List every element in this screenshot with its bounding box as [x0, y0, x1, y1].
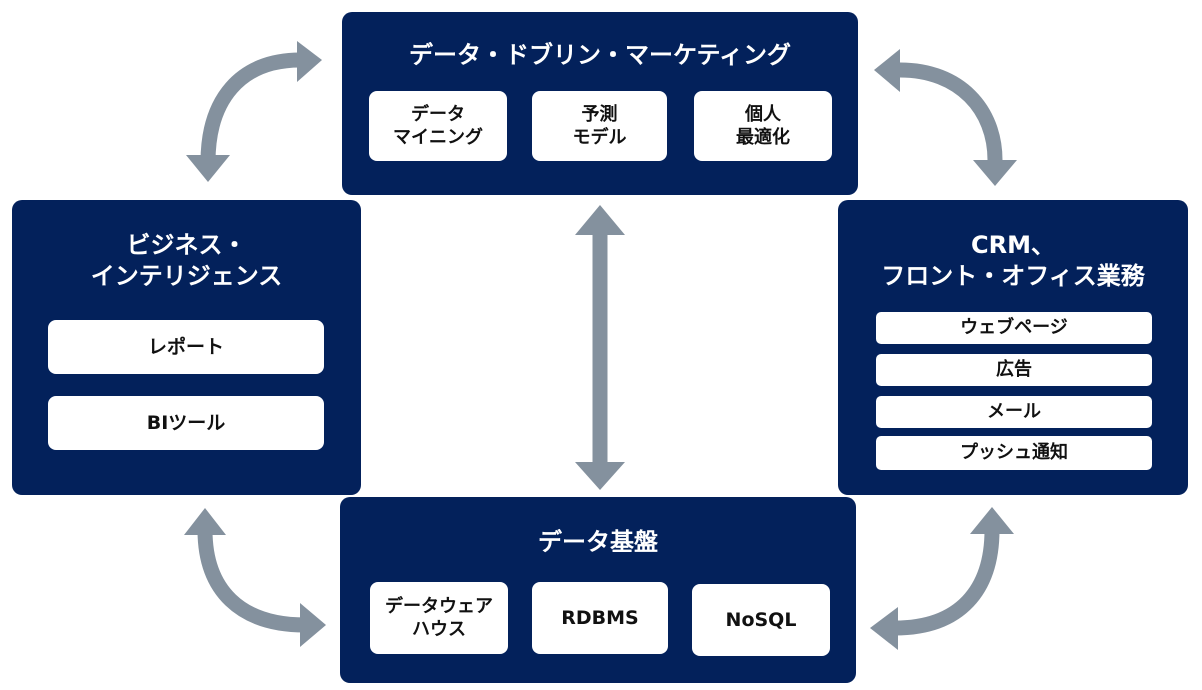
arrowhead-icon	[297, 41, 322, 82]
chip-advertising: 広告	[876, 354, 1152, 386]
arrowhead-icon	[973, 160, 1017, 186]
panel-title-line: フロント・オフィス業務	[881, 262, 1145, 291]
panel-crm-front-office: CRM、 フロント・オフィス業務 ウェブページ 広告 メール プッシュ通知	[838, 200, 1188, 495]
chip-web-page: ウェブページ	[876, 312, 1152, 344]
chip-label: 最適化	[736, 127, 790, 148]
arrowhead-icon	[184, 508, 226, 535]
chip-label: データウェア	[385, 595, 493, 617]
panel-data-infrastructure: データ基盤 データウェアハウス RDBMS NoSQL	[340, 497, 856, 683]
panel-title-line: インテリジェンス	[90, 262, 283, 291]
panel-title: データ・ドブリン・マーケティング	[408, 41, 792, 69]
panel-title-line: CRM、	[971, 231, 1055, 259]
chip-nosql: NoSQL	[692, 584, 830, 656]
arrowhead-icon	[870, 607, 898, 650]
chip-predictive-model: 予測モデル	[532, 91, 667, 161]
arrowhead-icon	[186, 155, 230, 182]
arrow-top-right	[899, 62, 1003, 161]
chip-report: レポート	[48, 320, 324, 374]
chip-personalization: 個人最適化	[694, 91, 832, 161]
panel-title: データ基盤	[538, 528, 658, 556]
arrow-left-bottom	[197, 529, 306, 633]
chip-label: RDBMS	[561, 606, 639, 629]
chip-data-warehouse: データウェアハウス	[370, 582, 508, 654]
chip-data-mining: データマイニング	[369, 91, 507, 161]
chip-label: 個人	[745, 103, 781, 125]
panel-title-line: ビジネス・	[126, 231, 247, 259]
chip-label: モデル	[572, 127, 627, 148]
arrowhead-icon	[575, 205, 625, 235]
chip-email: メール	[876, 396, 1152, 428]
arrowhead-icon	[300, 603, 326, 647]
chip-label: NoSQL	[725, 608, 797, 631]
chip-label: データ	[411, 103, 465, 125]
arrow-bottom-right	[894, 529, 1000, 636]
arrow-left-top	[200, 52, 301, 163]
panel-data-driven-marketing: データ・ドブリン・マーケティング データマイニング 予測モデル 個人最適化	[342, 12, 858, 195]
panel-business-intelligence: ビジネス・ インテリジェンス レポート BIツール	[12, 200, 361, 495]
arrowhead-icon	[970, 507, 1014, 534]
arrowhead-icon	[575, 462, 625, 490]
chip-push-notification: プッシュ通知	[876, 436, 1152, 470]
chip-rdbms: RDBMS	[532, 582, 668, 654]
chip-label: 予測	[581, 103, 618, 125]
panel-title: CRM、 フロント・オフィス業務	[838, 230, 1188, 292]
chip-label: ハウス	[412, 619, 466, 640]
panel-title: ビジネス・ インテリジェンス	[12, 230, 361, 292]
chip-bi-tool: BIツール	[48, 396, 324, 450]
chip-label: マイニング	[393, 127, 483, 148]
arrowhead-icon	[874, 49, 900, 92]
